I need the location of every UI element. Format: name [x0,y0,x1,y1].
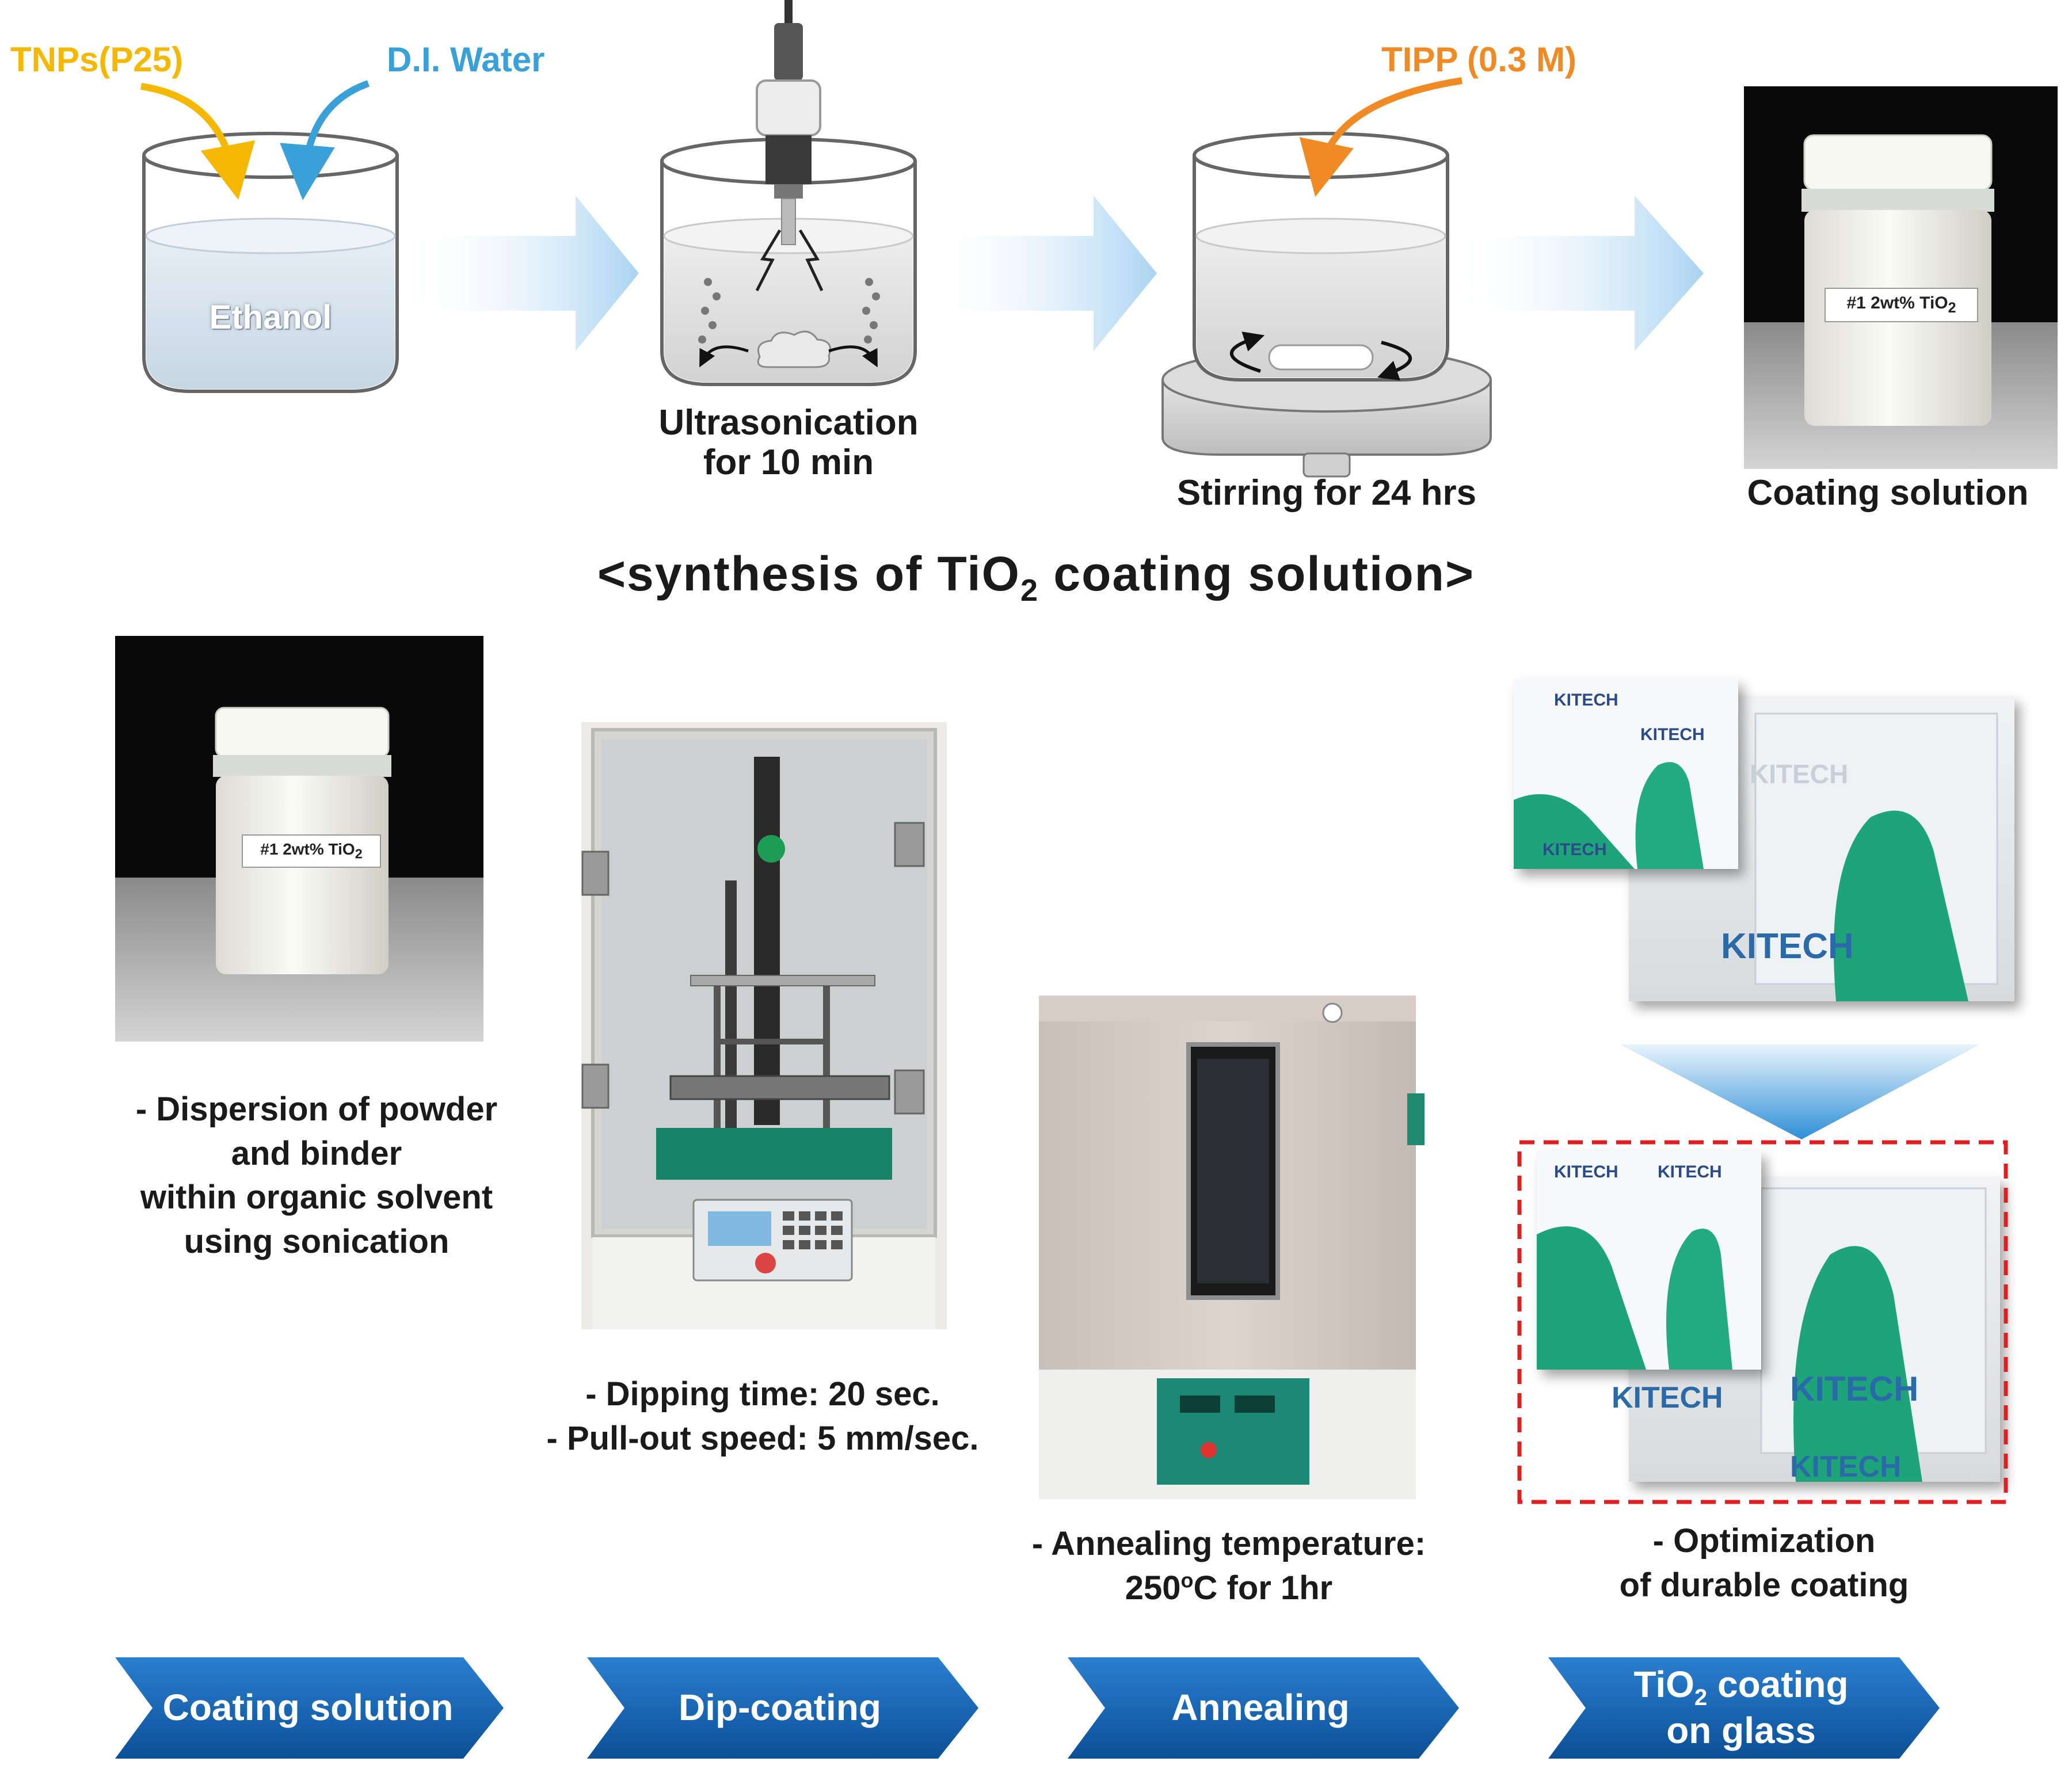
ultrasonication-line-1: Ultrasonication [658,403,919,443]
note-annealing-line-1: - Annealing temperature: [1031,1525,1426,1562]
kitech-logo-text: KITECH [1790,1370,1919,1408]
kitech-logo-text: KITECH [1612,1381,1723,1414]
kitech-logo-text: KITECH [1721,926,1854,966]
chevron-tio2-coating [1548,1657,1940,1759]
chevron-label-annealing: Annealing [1171,1687,1350,1729]
flow-arrow-1 [403,196,639,351]
kitech-logo-text: KITECH [1554,1162,1618,1181]
kitech-logo-text: KITECH [1658,1162,1722,1181]
kitech-logo-text: KITECH [1790,1450,1902,1484]
note-dispersion-line-1: - Dispersion of powder [135,1091,498,1128]
process-chevrons [115,1657,1940,1759]
beaker-ethanol [142,132,399,393]
beaker-stirring [1161,132,1492,478]
label-ethanol: Ethanol [209,299,332,336]
chevron-dip-coating [587,1657,978,1759]
photo-kitech-before [1514,679,2014,1001]
label-ultrasonication: Ultrasonication for 10 min [601,403,976,483]
photo-coating-solution-top [1744,86,2058,469]
chevron-coating-solution [115,1657,504,1759]
photo-dip-coater [581,722,947,1329]
flow-arrow-2 [921,196,1157,351]
chevron-annealing [1068,1657,1459,1759]
kitech-logo-text: KITECH [1640,725,1705,744]
flow-arrow-3 [1450,196,1704,351]
section-title: <synthesis of TiO2 coating solution> [597,547,1475,608]
arrow-tipp [1299,77,1462,197]
label-di-water: D.I. Water [387,40,545,79]
photo-annealing-oven [1039,996,1424,1499]
note-annealing: - Annealing temperature: 250oC for 1hr [1013,1522,1445,1610]
note-optimization-line-1: - Optimization [1652,1522,1876,1560]
dashed-highlight-box [1517,1140,2008,1504]
kitech-logo-text: KITECH [1554,691,1618,710]
kitech-logo-text: KITECH [1542,840,1607,859]
note-optimization: - Optimization of durable coating [1525,1519,2003,1607]
note-dipping-time: - Dipping time: 20 sec. [585,1375,940,1413]
label-tipp: TIPP (0.3 M) [1381,40,1576,79]
label-coating-solution-top: Coating solution [1747,473,2029,513]
arrow-water [280,80,370,200]
chevron-label-tio2-coating: TiO2 coating on glass [1571,1657,1911,1759]
note-annealing-line-2: 250oC for 1hr [1125,1568,1333,1607]
label-tnps: TNPs(P25) [10,40,184,79]
chevron-tio2-line-2: on glass [1666,1710,1816,1752]
jar-label-top: #1 2wt% TiO2 [1825,288,1978,322]
note-dispersion-line-4: using sonication [184,1222,450,1260]
down-arrow [1620,1044,1980,1139]
note-pull-out-speed: - Pull-out speed: 5 mm/sec. [546,1419,979,1457]
chevron-label-coating-solution: Coating solution [162,1687,454,1729]
note-dispersion: - Dispersion of powder and binder within… [86,1088,547,1264]
jar-label-bottom: #1 2wt% TiO2 [242,834,381,868]
note-dispersion-line-3: within organic solvent [140,1179,493,1217]
note-optimization-line-2: of durable coating [1619,1566,1909,1604]
note-dispersion-line-2: and binder [231,1134,402,1172]
kitech-logo-text: KITECH [1750,759,1849,789]
chevron-label-dip-coating: Dip-coating [679,1687,881,1729]
chevron-tio2-line-1: TiO2 coating [1633,1663,1849,1710]
photo-kitech-after [1537,1151,2000,1482]
ultrasonication-line-2: for 10 min [703,443,874,483]
note-dip-coating: - Dipping time: 20 sec. - Pull-out speed… [518,1372,1007,1461]
label-stirring: Stirring for 24 hrs [1176,473,1477,513]
arrow-tnps [140,83,256,200]
beaker-ultrasonication [660,0,917,386]
